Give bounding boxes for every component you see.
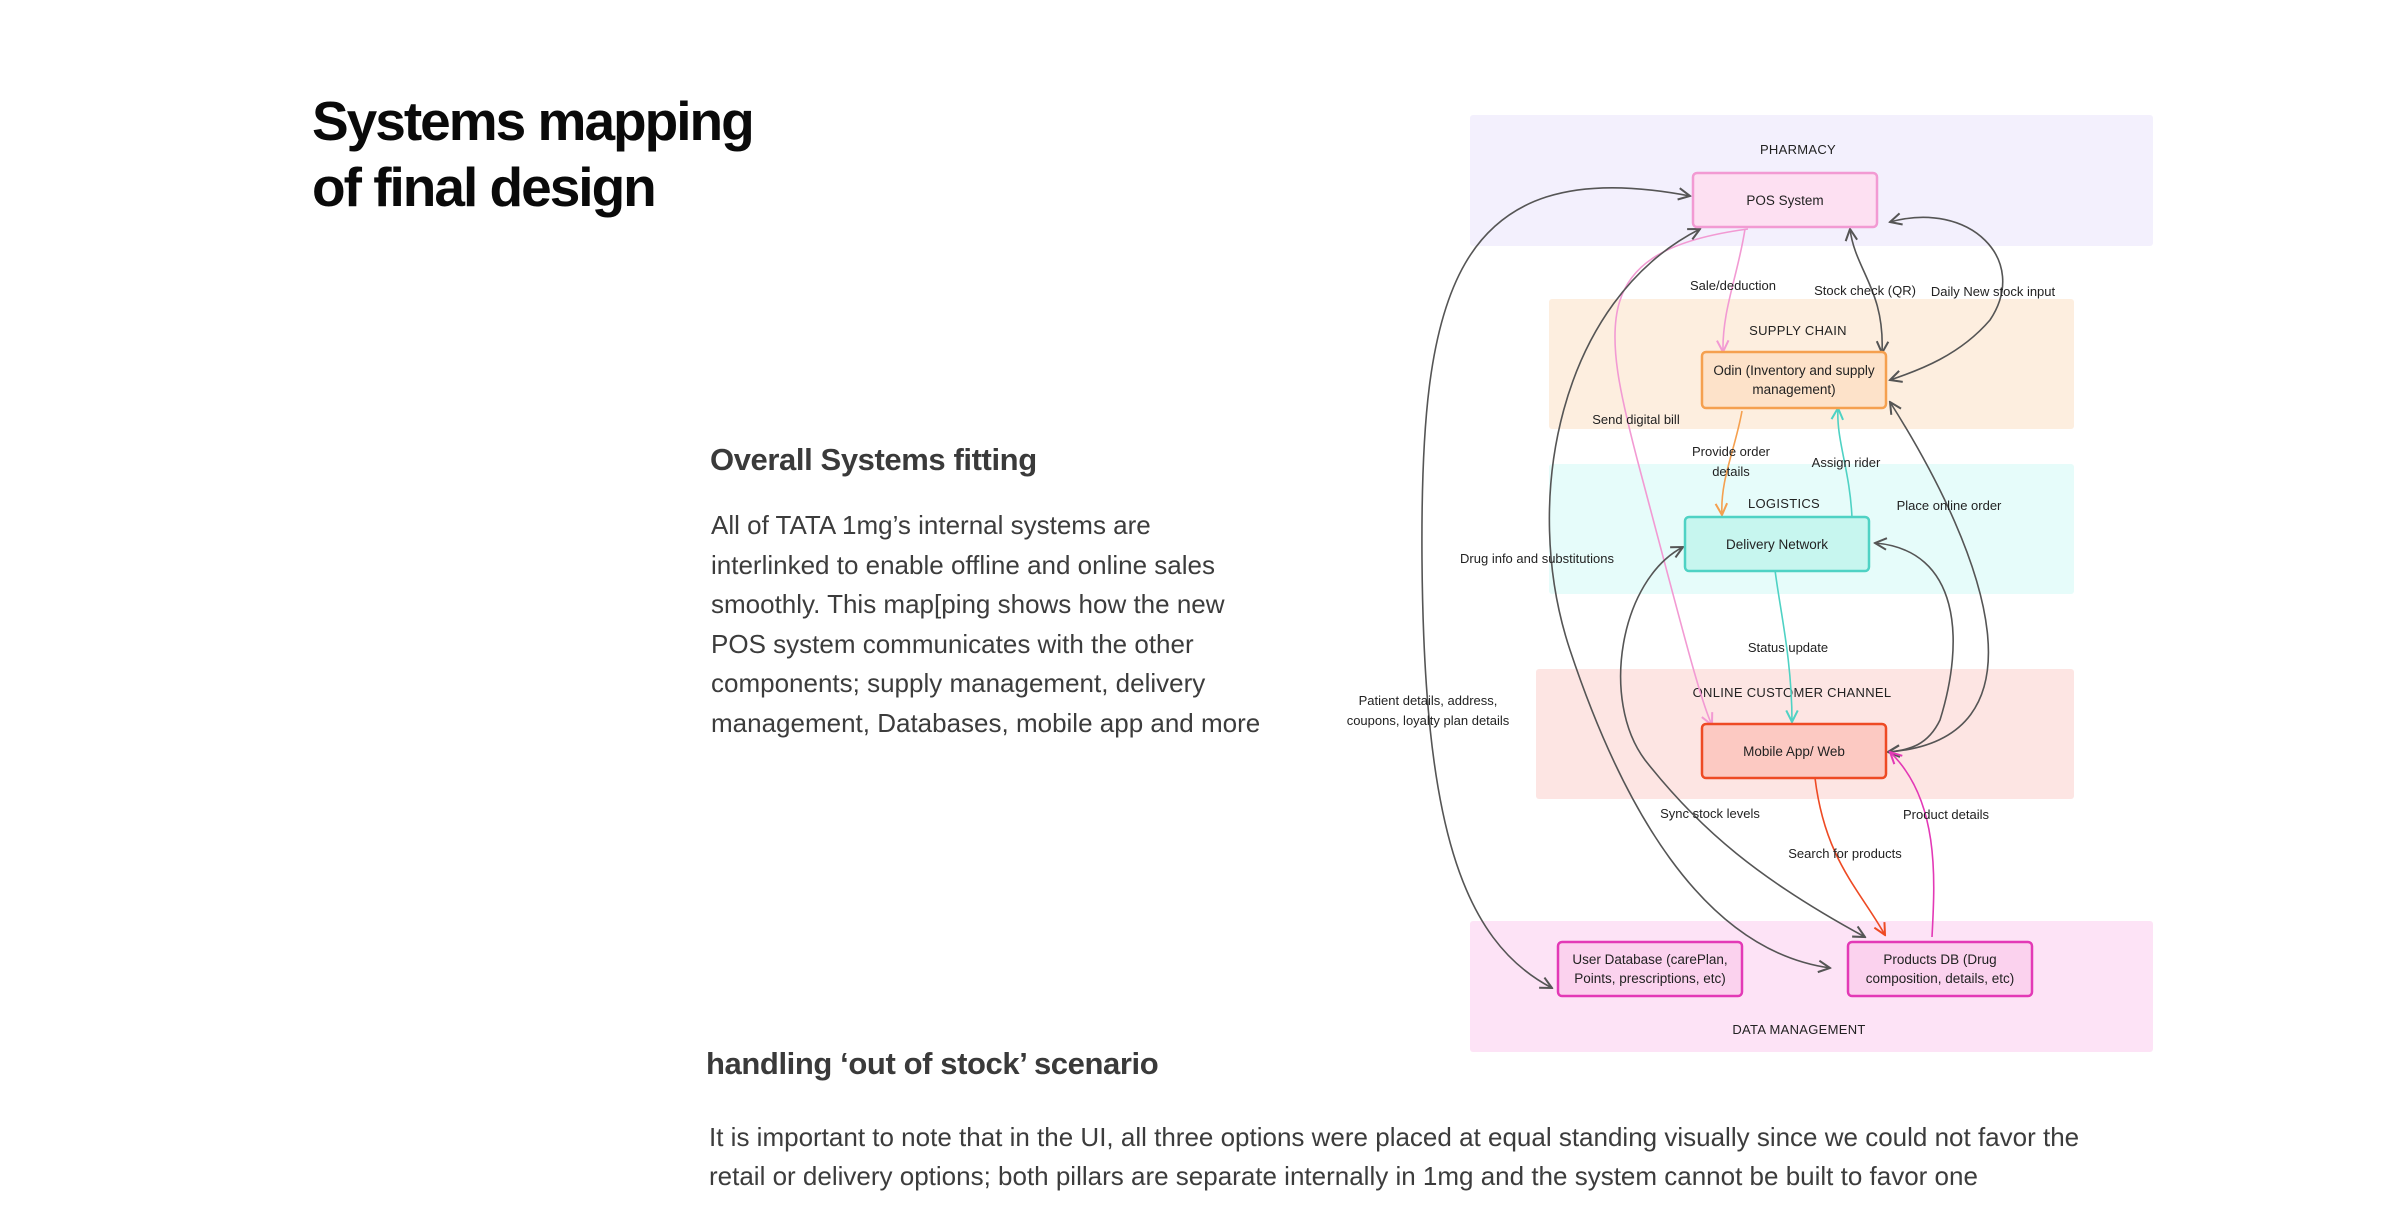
edge-label-send-digital-bill: Send digital bill — [1592, 412, 1680, 427]
node-box — [1846, 940, 2034, 998]
edge-stock-check — [1850, 229, 1882, 353]
section-paragraph-out-of-stock: It is important to note that in the UI, … — [709, 1118, 2229, 1196]
edge-delivery-mobile-arc — [1875, 543, 1954, 752]
edge-place-online-order — [1888, 402, 1990, 752]
paragraph-line: smoothly. This map[ping shows how the ne… — [711, 589, 1225, 619]
node-label: User Database (carePlan, — [1572, 952, 1727, 967]
edge-product-details — [1890, 752, 1935, 938]
edge-patient-details — [1421, 186, 1690, 988]
node-label: Products DB (Drug — [1883, 952, 1996, 967]
zone-label-pharmacy: PHARMACY — [1760, 142, 1836, 157]
node-pos-system: POS System — [1691, 171, 1879, 229]
zone-label-data-management: DATA MANAGEMENT — [1732, 1022, 1865, 1037]
edge-label-sale-deduction: Sale/deduction — [1690, 278, 1776, 293]
section-heading-systems-fitting: Overall Systems fitting — [710, 442, 1037, 477]
edge-label-stock-check: Stock check (QR) — [1814, 283, 1916, 298]
edge-label-status-update: Status update — [1748, 640, 1828, 655]
section-heading-out-of-stock: handling ‘out of stock’ scenario — [706, 1046, 1159, 1081]
paragraph-line: retail or delivery options; both pillars… — [709, 1161, 1978, 1191]
edge-label-drug-info: Drug info and substitutions — [1460, 551, 1614, 566]
paragraph-line: All of TATA 1mg’s internal systems are — [711, 510, 1151, 540]
edge-label-assign-rider: Assign rider — [1812, 455, 1881, 470]
section-paragraph-systems-fitting: All of TATA 1mg’s internal systems are i… — [711, 506, 1351, 743]
paragraph-line: components; supply management, delivery — [711, 668, 1206, 698]
node-user-database: User Database (carePlan, Points, prescri… — [1556, 940, 1744, 998]
node-label: Odin (Inventory and supply — [1713, 363, 1875, 378]
node-box — [1700, 350, 1888, 410]
paragraph-line: management, Databases, mobile app and mo… — [711, 707, 1261, 738]
node-box — [1700, 722, 1888, 780]
edge-search-products — [1814, 777, 1885, 935]
page-title: Systems mapping of final design — [312, 88, 872, 220]
paragraph-line: It is important to note that in the UI, … — [709, 1122, 2080, 1152]
node-delivery-network: Delivery Network — [1683, 515, 1871, 573]
page-title-line-1: Systems mapping — [312, 90, 755, 152]
node-label: Points, prescriptions, etc) — [1574, 971, 1726, 986]
node-products-db: Products DB (Drug composition, details, … — [1846, 940, 2034, 998]
node-odin: Odin (Inventory and supply management) — [1700, 350, 1888, 410]
systems-map-diagram: PHARMACY SUPPLY CHAIN LOGISTICS ONLINE C… — [1347, 115, 2153, 1052]
node-box — [1691, 171, 1879, 229]
paragraph-line: interlinked to enable offline and online… — [711, 549, 1215, 580]
edge-label-provide-order: details — [1712, 464, 1750, 479]
edge-label-product-details: Product details — [1903, 807, 1989, 822]
edge-label-daily-new-stock: Daily New stock input — [1931, 284, 2056, 299]
node-mobile-app-web: Mobile App/ Web — [1700, 722, 1888, 780]
edge-daily-new-stock — [1890, 217, 2004, 380]
node-label: composition, details, etc) — [1866, 971, 2015, 986]
edge-label-sync-stock: Sync stock levels — [1660, 806, 1760, 821]
edge-label-search-products: Search for products — [1788, 846, 1902, 861]
edge-label-place-online-order: Place online order — [1897, 498, 2002, 513]
zone-label-logistics: LOGISTICS — [1748, 496, 1820, 511]
node-box — [1683, 515, 1871, 573]
node-label: Mobile App/ Web — [1743, 744, 1845, 759]
edge-label-provide-order: Provide order — [1692, 444, 1771, 459]
paragraph-line: POS system communicates with the other — [711, 628, 1194, 659]
edge-assign-rider — [1838, 408, 1853, 519]
node-label: Delivery Network — [1726, 537, 1828, 552]
page-title-line-2: of final design — [312, 156, 657, 218]
edge-label-patient-details: Patient details, address, — [1359, 693, 1498, 708]
node-label: POS System — [1746, 193, 1823, 208]
zone-label-supply-chain: SUPPLY CHAIN — [1749, 323, 1847, 338]
node-box — [1556, 940, 1744, 998]
node-label: management) — [1752, 382, 1835, 397]
edge-label-patient-details: coupons, loyalty plan details — [1347, 713, 1510, 728]
